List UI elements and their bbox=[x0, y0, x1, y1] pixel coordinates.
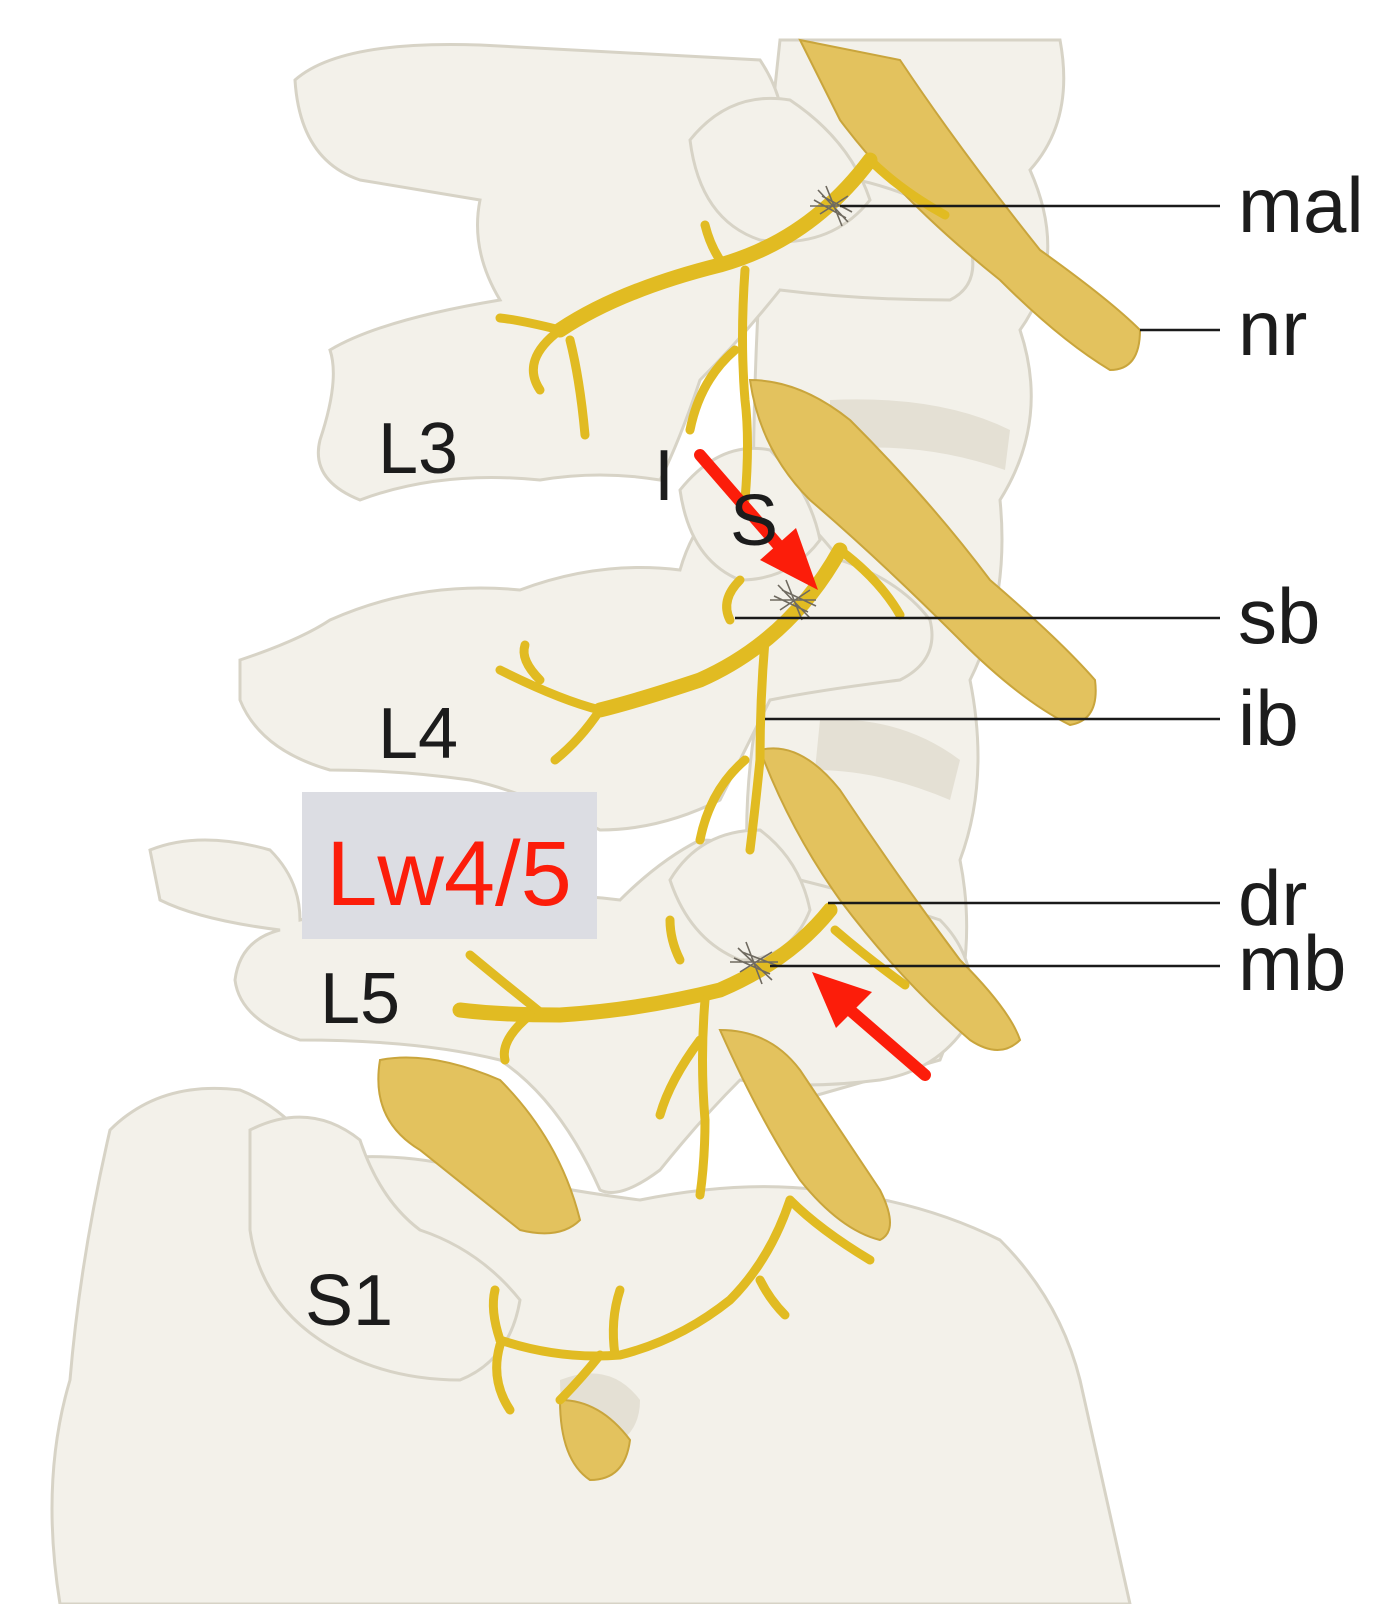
label-nr: nr bbox=[1238, 284, 1307, 372]
highlight-label: Lw4/5 bbox=[326, 823, 572, 925]
label-s1: S1 bbox=[305, 1261, 393, 1341]
intermediate-l5 bbox=[700, 1000, 705, 1195]
label-l4: L4 bbox=[378, 694, 458, 774]
label-sb: sb bbox=[1238, 572, 1320, 660]
label-l5: L5 bbox=[320, 959, 400, 1039]
marker-superior: S bbox=[730, 481, 778, 561]
label-mb: mb bbox=[1238, 919, 1346, 1007]
label-l3: L3 bbox=[378, 409, 458, 489]
label-ib: ib bbox=[1238, 674, 1299, 762]
marker-inferior: I bbox=[654, 436, 674, 516]
intermediate-l3 bbox=[743, 270, 748, 500]
label-mal: mal bbox=[1238, 161, 1364, 249]
